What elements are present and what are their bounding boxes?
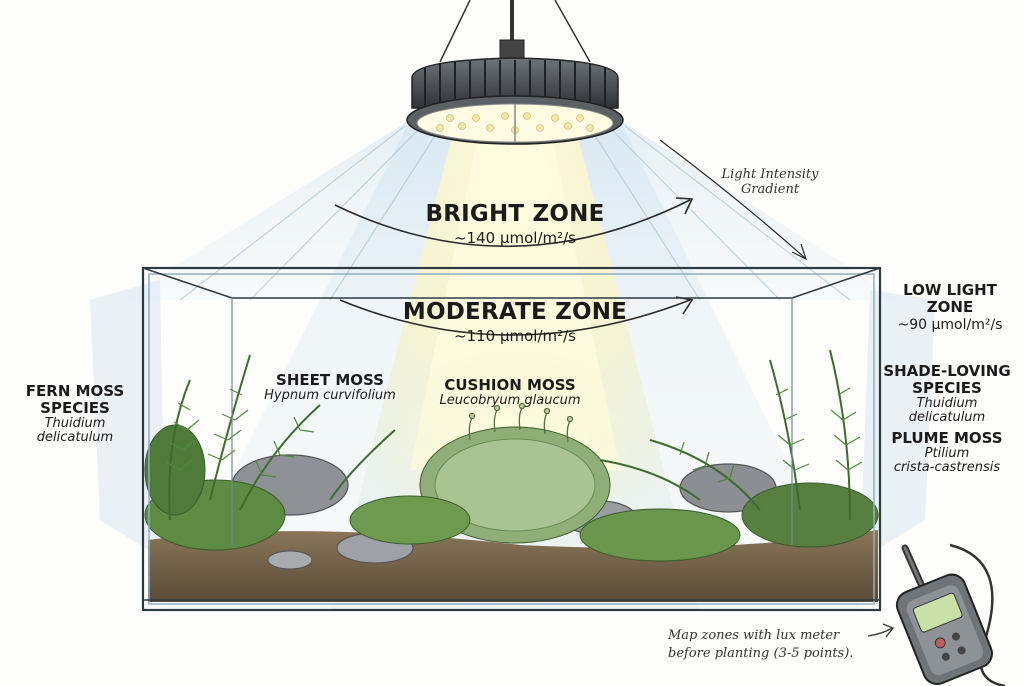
plume-moss-sci-line2: crista-castrensis: [893, 460, 1001, 476]
low-zone-title-line2: ZONE: [926, 297, 974, 316]
low-zone-title-line1: LOW LIGHT: [903, 281, 997, 299]
fern-moss-name-line2: SPECIES: [40, 398, 110, 417]
plume-moss-sci-line1: Ptilium: [924, 445, 970, 461]
sheet-moss-sci: Hypnum curvifolium: [264, 387, 396, 403]
shade-loving-label: SHADE-LOVING SPECIES Thuidium delicatulu…: [872, 363, 1022, 426]
fern-moss-sci-line1: Thuidium: [44, 415, 106, 431]
moderate-zone-label: MODERATE ZONE ~110 µmol/m²/s: [380, 299, 650, 345]
cushion-moss-sci: Leucobryum glaucum: [439, 392, 581, 408]
note-arrow: [867, 623, 895, 638]
low-light-zone-label: LOW LIGHT ZONE ~90 µmol/m²/s: [880, 282, 1020, 333]
gradient-label: Light Intensity Gradient: [700, 167, 840, 197]
bright-zone-title: BRIGHT ZONE: [425, 201, 605, 227]
terrarium-tank: [141, 266, 882, 612]
cushion-moss-label: CUSHION MOSS Leucobryum glaucum: [420, 377, 600, 408]
low-zone-value: ~90 µmol/m²/s: [897, 316, 1003, 333]
shade-loving-sci-line1: Thuidium: [916, 395, 978, 411]
sheet-moss-label: SHEET MOSS Hypnum curvifolium: [250, 372, 410, 403]
lux-meter-icon: [895, 543, 1006, 686]
shade-loving-name-line2: SPECIES: [912, 378, 982, 397]
grow-light-icon: [406, 0, 624, 145]
gradient-label-line2: Gradient: [740, 181, 800, 197]
note-line1: Map zones with lux meter: [668, 628, 840, 643]
gradient-label-line1: Light Intensity: [721, 167, 819, 182]
gradient-arrows: [334, 139, 808, 336]
moderate-zone-value: ~110 µmol/m²/s: [453, 326, 576, 345]
sheet-moss-name: SHEET MOSS: [276, 371, 384, 389]
shade-loving-name-line1: SHADE-LOVING: [883, 362, 1011, 380]
fern-moss-name-line1: FERN MOSS: [25, 382, 125, 400]
moderate-zone-title: MODERATE ZONE: [402, 299, 628, 325]
cushion-moss-name: CUSHION MOSS: [444, 376, 576, 394]
note-line2: before planting (3-5 points).: [668, 645, 854, 661]
fern-moss-label: FERN MOSS SPECIES Thuidium delicatulum: [10, 383, 140, 446]
bright-zone-value: ~140 µmol/m²/s: [453, 228, 576, 247]
shade-loving-sci-line2: delicatulum: [908, 410, 986, 426]
bright-zone-label: BRIGHT ZONE ~140 µmol/m²/s: [380, 201, 650, 247]
lux-meter-note: Map zones with lux meter before planting…: [668, 627, 888, 662]
plume-moss-name: PLUME MOSS: [891, 429, 1003, 447]
plume-moss-label: PLUME MOSS Ptilium crista-castrensis: [872, 430, 1022, 476]
fern-moss-sci-line2: delicatulum: [36, 430, 114, 446]
